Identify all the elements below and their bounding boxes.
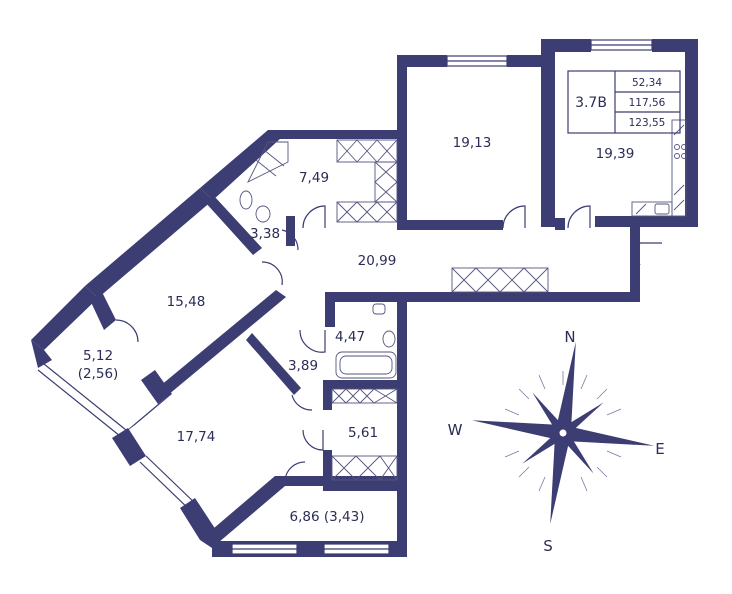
unit-code: 3.7B [575,95,607,111]
compass-label-east: E [655,440,664,458]
room-area-corridor: 3,89 [288,358,318,374]
room-area-bedroom-left: 15,48 [167,294,206,310]
room-area-living: 17,74 [177,429,216,445]
walls [31,39,698,557]
room-area-loggia-bottom: 6,86 (3,43) [290,509,365,525]
compass-label-north: N [564,328,575,346]
room-area-storage: 5,61 [348,425,378,441]
room-area-loggia-left-sub: (2,56) [78,366,119,382]
compass-needle-north [557,341,576,433]
unit-stat-1: 52,34 [632,77,662,89]
doors [115,205,662,481]
room-area-small-room: 7,49 [299,170,329,186]
compass-needle-south [550,433,569,525]
compass-rose: N S E W [448,328,665,555]
compass-label-south: S [543,537,553,555]
compass-needle-east [563,427,655,446]
room-area-kitchen: 19,39 [596,146,635,162]
compass-rays [504,371,622,492]
room-labels: 19,13 19,39 7,49 3,38 20,99 15,48 5,12 (… [78,135,635,525]
room-area-bathroom: 4,47 [335,329,365,345]
unit-info-box: 3.7B 52,34 117,56 123,55 [567,70,681,134]
room-area-hall: 20,99 [358,253,397,269]
fixtures [239,119,687,481]
room-area-loggia-left: 5,12 [83,348,113,364]
compass-needle-west [471,420,563,439]
compass-label-west: W [448,421,463,439]
windows [37,39,653,555]
room-area-bedroom-top: 19,13 [453,135,492,151]
room-area-wc: 3,38 [250,226,280,242]
unit-stat-2: 117,56 [629,97,666,109]
unit-stat-3: 123,55 [629,117,666,129]
